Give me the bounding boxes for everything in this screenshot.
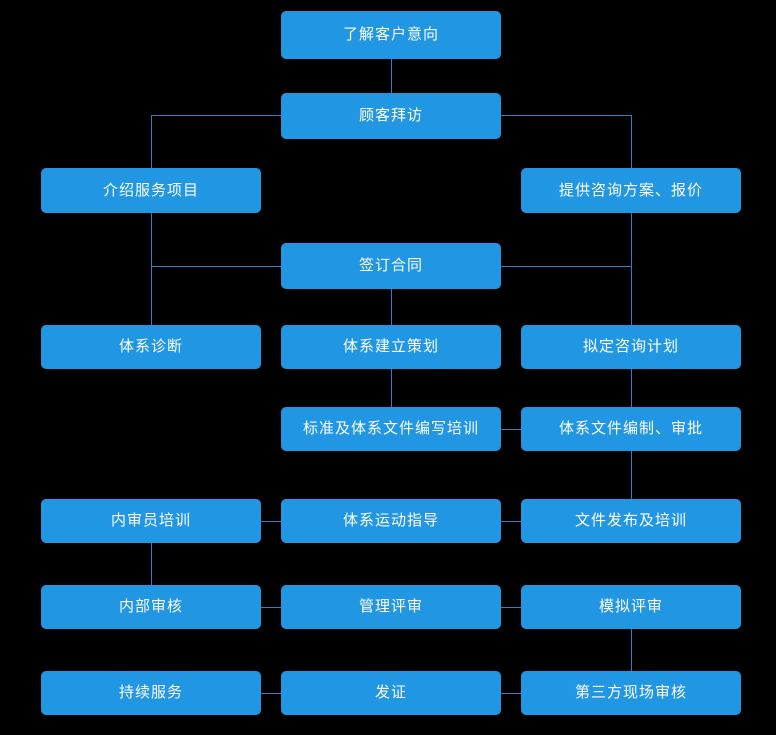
flow-node-label: 提供咨询方案、报价: [558, 181, 703, 199]
connector-n2-to-n3: [151, 115, 281, 116]
flow-node-n16[interactable]: 模拟评审: [521, 585, 741, 629]
flow-node-n10[interactable]: 体系文件编制、审批: [521, 407, 741, 451]
flow-node-label: 了解客户意向: [342, 26, 439, 43]
flow-node-n5[interactable]: 签订合同: [281, 243, 501, 289]
connector-n1-to-n2: [391, 59, 392, 93]
flow-node-label: 体系诊断: [118, 338, 183, 355]
flow-node-label: 标准及体系文件编写培训: [302, 420, 479, 437]
connector-n3-to-n5: [151, 266, 281, 267]
flow-node-n7[interactable]: 体系建立策划: [281, 325, 501, 369]
flow-node-n14[interactable]: 内部审核: [41, 585, 261, 629]
flow-node-n6[interactable]: 体系诊断: [41, 325, 261, 369]
connector-n4-to-n5: [501, 266, 631, 267]
flow-node-label: 内审员培训: [110, 512, 191, 529]
flow-node-label: 拟定咨询计划: [582, 338, 679, 355]
connector-n10-to-n13: [631, 451, 632, 499]
connector-n8-to-n10: [631, 369, 632, 407]
flow-node-n9[interactable]: 标准及体系文件编写培训: [281, 407, 501, 451]
flow-node-label: 文件发布及培训: [574, 512, 687, 529]
connector-n2-to-n3: [151, 115, 152, 168]
connector-n13-to-n12: [501, 521, 521, 522]
connector-n15-to-n16: [501, 607, 521, 608]
flow-node-label: 管理评审: [358, 598, 423, 615]
flow-node-label: 发证: [374, 684, 407, 701]
connector-n2-to-n4: [631, 115, 632, 168]
connector-n4-to-n5: [631, 213, 632, 266]
flow-node-n2[interactable]: 顾客拜访: [281, 93, 501, 139]
flow-node-n17[interactable]: 持续服务: [41, 671, 261, 715]
connector-n16-to-n19: [631, 629, 632, 671]
connector-n10-to-n9: [501, 429, 521, 430]
flow-node-n19[interactable]: 第三方现场审核: [521, 671, 741, 715]
connector-n5-to-n8: [631, 266, 632, 325]
flow-node-label: 体系运动指导: [342, 512, 439, 529]
connector-n11-to-n14: [151, 543, 152, 585]
flow-node-label: 顾客拜访: [358, 107, 423, 124]
flow-node-n11[interactable]: 内审员培训: [41, 499, 261, 543]
flow-node-label: 第三方现场审核: [574, 684, 687, 701]
flow-node-n4[interactable]: 提供咨询方案、报价: [521, 168, 741, 213]
connector-n19-to-n18: [501, 693, 521, 694]
connector-n5-to-n7: [391, 289, 392, 325]
flow-node-n8[interactable]: 拟定咨询计划: [521, 325, 741, 369]
connector-n18-to-n17: [261, 693, 281, 694]
flow-node-n15[interactable]: 管理评审: [281, 585, 501, 629]
connector-n14-to-n15: [261, 607, 281, 608]
flow-node-label: 模拟评审: [598, 598, 663, 615]
connector-n2-to-n4: [501, 115, 631, 116]
flow-node-label: 内部审核: [118, 598, 183, 615]
flow-node-n1[interactable]: 了解客户意向: [281, 11, 501, 59]
flow-node-n3[interactable]: 介绍服务项目: [41, 168, 261, 213]
flow-node-label: 签订合同: [358, 257, 423, 274]
connector-n3-to-n5: [151, 213, 152, 266]
connector-n12-to-n11: [261, 521, 281, 522]
connector-n7-to-n9: [391, 369, 392, 407]
flow-node-n13[interactable]: 文件发布及培训: [521, 499, 741, 543]
flow-node-label: 介绍服务项目: [102, 181, 199, 199]
flow-node-label: 持续服务: [118, 684, 183, 701]
flow-node-n18[interactable]: 发证: [281, 671, 501, 715]
flow-node-label: 体系建立策划: [342, 338, 439, 355]
connector-n5-to-n6: [151, 266, 152, 325]
flow-node-label: 体系文件编制、审批: [558, 420, 703, 437]
flow-node-n12[interactable]: 体系运动指导: [281, 499, 501, 543]
